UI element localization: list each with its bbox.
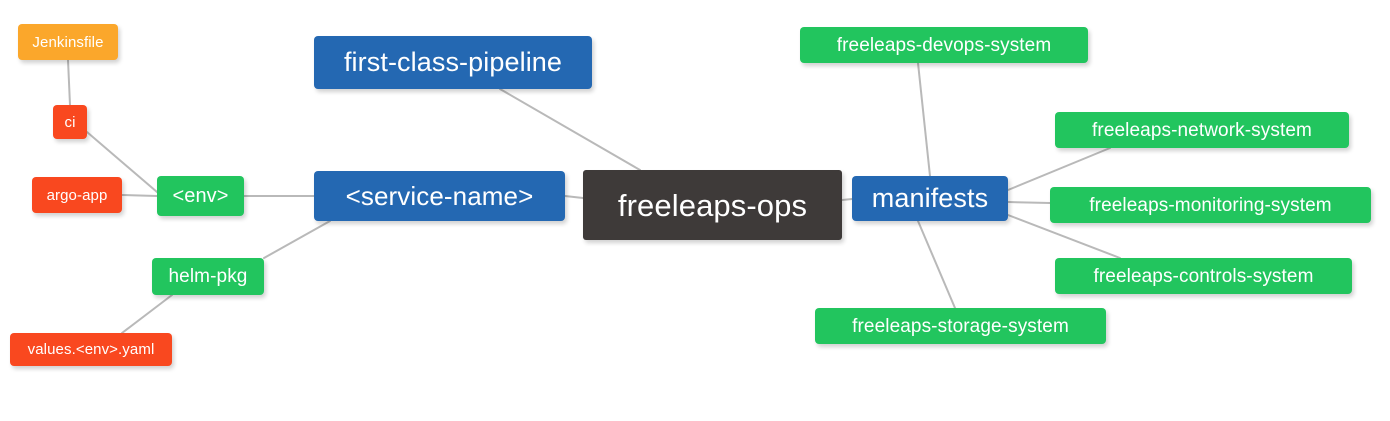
mindmap-node-jenkinsfile[interactable]: Jenkinsfile: [18, 24, 118, 60]
mindmap-edge-argo-app-to-env: [121, 194, 158, 197]
mindmap-edge-helm-pkg-to-values-env-yaml: [121, 294, 173, 334]
mindmap-node-controls-system[interactable]: freeleaps-controls-system: [1055, 258, 1352, 294]
mindmap-node-values-env-yaml[interactable]: values.<env>.yaml: [10, 333, 172, 366]
mindmap-node-first-class-pipeline[interactable]: first-class-pipeline: [314, 36, 592, 89]
mindmap-node-env[interactable]: <env>: [157, 176, 244, 216]
mindmap-node-manifests[interactable]: manifests: [852, 176, 1008, 221]
mindmap-node-service-name[interactable]: <service-name>: [314, 171, 565, 221]
mindmap-node-freeleaps-ops[interactable]: freeleaps-ops: [583, 170, 842, 240]
mindmap-edge-freeleaps-ops-to-manifests: [841, 198, 853, 201]
mindmap-node-network-system[interactable]: freeleaps-network-system: [1055, 112, 1349, 148]
mindmap-edge-manifests-to-network-system: [1007, 147, 1111, 191]
mindmap-node-storage-system[interactable]: freeleaps-storage-system: [815, 308, 1106, 344]
mindmap-edge-jenkinsfile-to-ci: [67, 59, 71, 106]
mindmap-node-argo-app[interactable]: argo-app: [32, 177, 122, 213]
mindmap-node-devops-system[interactable]: freeleaps-devops-system: [800, 27, 1088, 63]
mindmap-edge-manifests-to-monitoring-system: [1007, 201, 1051, 204]
mindmap-edge-manifests-to-devops-system: [917, 62, 931, 177]
mindmap-node-monitoring-system[interactable]: freeleaps-monitoring-system: [1050, 187, 1371, 223]
mindmap-edge-service-name-to-helm-pkg: [263, 220, 331, 259]
mindmap-edge-service-name-to-freeleaps-ops: [564, 195, 584, 199]
mindmap-edge-manifests-to-storage-system: [917, 220, 956, 309]
mindmap-node-ci[interactable]: ci: [53, 105, 87, 139]
mindmap-node-helm-pkg[interactable]: helm-pkg: [152, 258, 264, 295]
mindmap-edge-first-class-pipeline-to-freeleaps-ops: [499, 88, 641, 171]
